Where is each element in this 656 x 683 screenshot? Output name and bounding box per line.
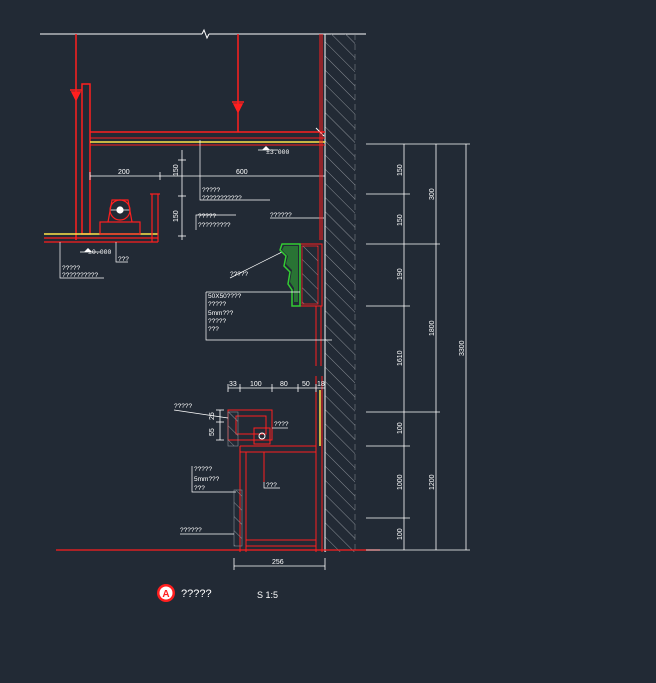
note-15: ?????: [174, 403, 192, 410]
top-dimensions: [89, 150, 326, 240]
note-14: ???: [208, 326, 219, 333]
section-marker-letter: A: [162, 589, 169, 600]
elevation-marker-upper: [258, 146, 278, 151]
note-19: ???: [194, 485, 205, 492]
note-12: 5mm???: [208, 310, 234, 317]
note-2: ???????????: [202, 195, 242, 202]
dim-55: 55: [209, 428, 216, 436]
note-6: ?????: [62, 265, 80, 272]
curtain-box: [44, 193, 160, 243]
drawing-scale: S 1:5: [257, 590, 278, 600]
rdim-1200: 1200: [429, 474, 436, 490]
dim-200: 200: [118, 169, 130, 176]
note-9: ?????: [230, 271, 248, 278]
rdim-100-b: 100: [397, 528, 404, 540]
note-3: ?????: [198, 213, 216, 220]
ceiling-board: [90, 127, 325, 146]
elevation-lower: ±0.000: [88, 249, 112, 256]
rdim-100-a: 100: [397, 422, 404, 434]
dim-18: 18: [317, 381, 325, 388]
elevation-upper: ±3.000: [266, 149, 290, 156]
rdim-150-a: 150: [397, 164, 404, 176]
right-dimension-chains: [366, 143, 470, 551]
note-5: ??????: [270, 212, 292, 219]
dim-150-upper: 150: [173, 164, 180, 176]
note-4: ?????????: [198, 222, 231, 229]
drawing-title: ?????: [181, 588, 212, 600]
dim-256: 256: [272, 559, 284, 566]
lower-detail: [227, 376, 323, 552]
note-20: ???: [266, 482, 277, 489]
note-10: 50X50????: [208, 293, 242, 300]
rdim-190: 190: [397, 268, 404, 280]
note-17: ?????: [194, 466, 212, 473]
leaders-middle: [205, 291, 332, 341]
dim-80: 80: [280, 381, 288, 388]
rdim-1000: 1000: [397, 474, 404, 490]
dim-50: 50: [302, 381, 310, 388]
note-21: ??????: [180, 527, 202, 534]
dim-33: 33: [229, 381, 237, 388]
crown-moulding: [279, 243, 319, 307]
rdim-3300: 3300: [459, 340, 466, 356]
rdim-1610: 1610: [397, 350, 404, 366]
rdim-150-b: 150: [397, 214, 404, 226]
note-18: 5mm???: [194, 476, 220, 483]
lower-moulding-hatch: [227, 411, 239, 447]
skirting-hatch: [233, 489, 243, 547]
lower-dimensions: [216, 384, 326, 570]
note-11: ?????: [208, 301, 226, 308]
leaders-upper: [59, 140, 324, 279]
dim-600: 600: [236, 169, 248, 176]
dim-100-h: 100: [250, 381, 262, 388]
elevation-marker-lower: [80, 248, 100, 253]
section-marker-icon: [157, 584, 175, 602]
note-13: ?????: [208, 318, 226, 325]
note-7: ??????????: [62, 272, 99, 279]
note-1: ?????: [202, 187, 220, 194]
note-16: ????: [274, 421, 289, 428]
rdim-300: 300: [429, 188, 436, 200]
leaders-lower: [173, 409, 288, 535]
motor-icon: [107, 199, 133, 223]
dim-150-lower: 150: [173, 210, 180, 222]
rdim-1800: 1800: [429, 320, 436, 336]
wall-hatch: [324, 34, 356, 552]
note-8: ???: [118, 256, 129, 263]
